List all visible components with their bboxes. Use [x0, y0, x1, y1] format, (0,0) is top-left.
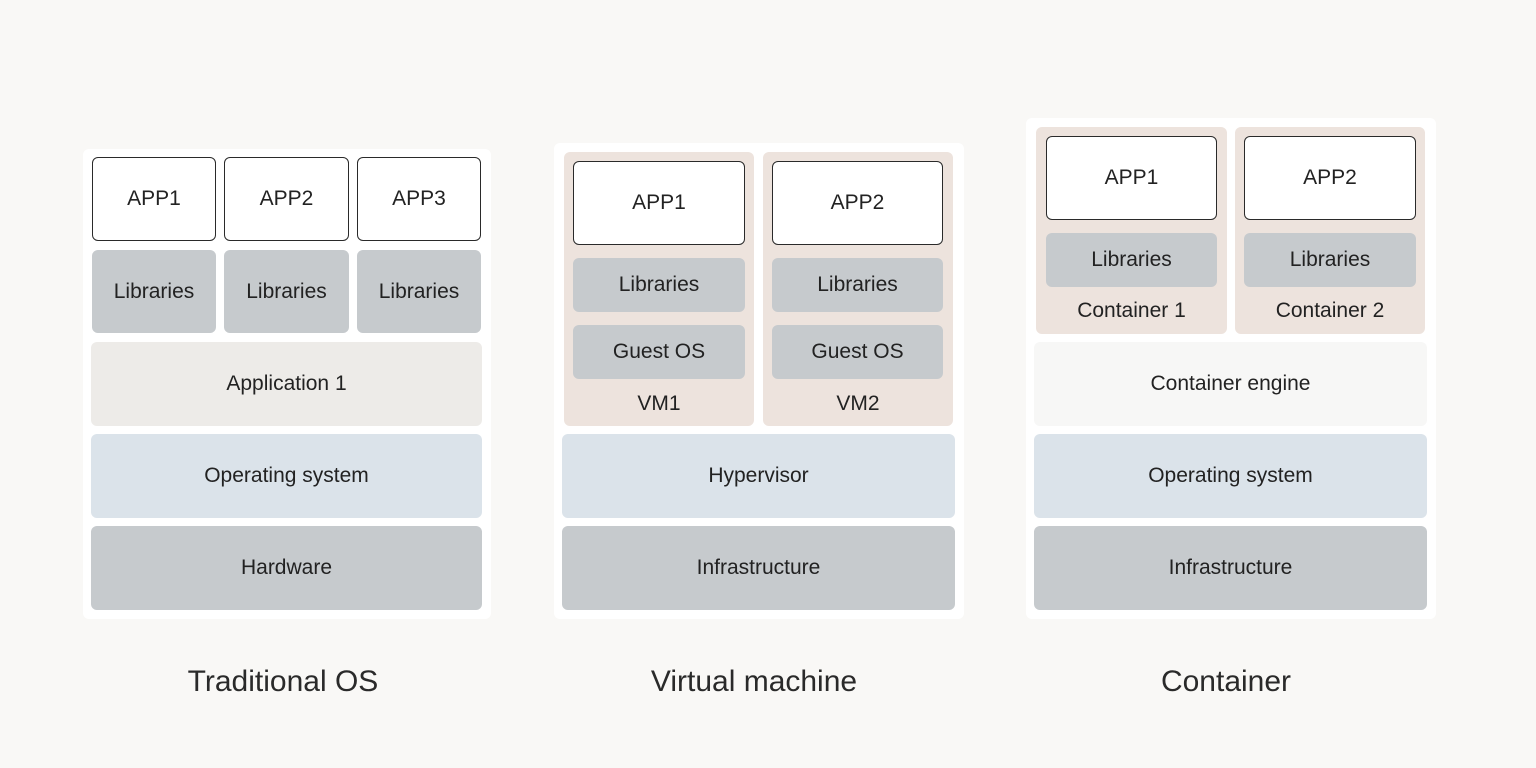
vm-app2-box: APP2 — [772, 161, 943, 245]
libraries-label: Libraries — [113, 279, 195, 303]
container2-libraries: Libraries — [1244, 233, 1416, 287]
vm1-label: VM1 — [637, 392, 681, 415]
traditional-application-layer: Application 1 — [91, 342, 482, 426]
container-caption: Container — [1160, 665, 1292, 698]
traditional-app1-box: APP1 — [92, 157, 216, 241]
container2-label: Container 2 — [1275, 299, 1385, 322]
app-label: APP1 — [1104, 166, 1159, 189]
traditional-os-caption: Traditional OS — [187, 665, 379, 698]
vm2-libraries: Libraries — [772, 258, 943, 312]
app-label: APP3 — [392, 187, 446, 210]
hardware-label: Hardware — [240, 556, 333, 579]
app-label: APP2 — [830, 191, 885, 214]
guest-os-label: Guest OS — [811, 340, 904, 363]
traditional-app3-box: APP3 — [357, 157, 481, 241]
application-label: Application 1 — [226, 372, 347, 395]
traditional-app2-box: APP2 — [224, 157, 349, 241]
container-infrastructure-layer: Infrastructure — [1034, 526, 1427, 610]
libraries-label: Libraries — [1289, 248, 1371, 271]
guest-os-label: Guest OS — [612, 340, 706, 363]
infrastructure-label: Infrastructure — [696, 556, 821, 579]
libraries-label: Libraries — [618, 273, 700, 296]
app-label: APP1 — [632, 191, 686, 214]
traditional-hardware-layer: Hardware — [91, 526, 482, 610]
hypervisor-label: Hypervisor — [708, 464, 809, 487]
container1-libraries: Libraries — [1046, 233, 1217, 287]
traditional-libraries-3: Libraries — [357, 250, 481, 333]
vm1-guest-os: Guest OS — [573, 325, 745, 379]
virtual-machine-caption: Virtual machine — [650, 665, 858, 698]
libraries-label: Libraries — [817, 273, 898, 296]
container-engine-layer: Container engine — [1034, 342, 1427, 426]
container-app1-box: APP1 — [1046, 136, 1217, 220]
libraries-label: Libraries — [378, 279, 460, 303]
traditional-libraries-1: Libraries — [92, 250, 216, 333]
libraries-label: Libraries — [1091, 248, 1172, 271]
os-label: Operating system — [204, 464, 369, 487]
vm2-guest-os: Guest OS — [772, 325, 943, 379]
container-app2-box: APP2 — [1244, 136, 1416, 220]
traditional-os-layer: Operating system — [91, 434, 482, 518]
vm-infrastructure-layer: Infrastructure — [562, 526, 955, 610]
hypervisor-layer: Hypervisor — [562, 434, 955, 518]
app-label: APP1 — [127, 187, 181, 210]
engine-label: Container engine — [1150, 372, 1311, 395]
vm2-label: VM2 — [836, 392, 880, 415]
infrastructure-label: Infrastructure — [1168, 556, 1293, 579]
vm1-libraries: Libraries — [573, 258, 745, 312]
container1-label: Container 1 — [1077, 299, 1186, 322]
app-label: APP2 — [1303, 166, 1357, 189]
container-os-layer: Operating system — [1034, 434, 1427, 518]
app-label: APP2 — [259, 187, 314, 210]
vm-app1-box: APP1 — [573, 161, 745, 245]
libraries-label: Libraries — [246, 279, 327, 303]
os-label: Operating system — [1148, 464, 1313, 487]
traditional-libraries-2: Libraries — [224, 250, 349, 333]
